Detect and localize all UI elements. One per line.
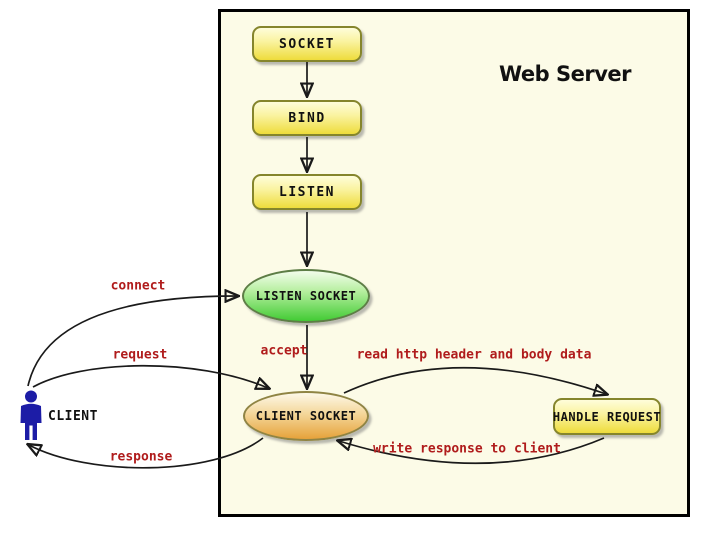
edge-label-request: request bbox=[112, 347, 168, 363]
edge-label-response: response bbox=[109, 449, 173, 465]
node-handle-request-label: HANDLE REQUEST bbox=[552, 409, 662, 424]
node-listen: LISTEN bbox=[252, 174, 362, 210]
node-client-socket-label: CLIENT SOCKET bbox=[255, 409, 357, 423]
node-listen-socket: LISTEN SOCKET bbox=[242, 269, 370, 323]
arrow-connect bbox=[27, 296, 237, 387]
node-socket: SOCKET bbox=[252, 26, 362, 62]
client-label: CLIENT bbox=[48, 409, 98, 424]
node-listen-socket-label: LISTEN SOCKET bbox=[255, 289, 357, 303]
edge-label-write-response: write response to client bbox=[373, 441, 561, 457]
edge-label-connect: connect bbox=[110, 278, 166, 294]
node-handle-request: HANDLE REQUEST bbox=[553, 398, 661, 435]
node-bind-label: BIND bbox=[288, 110, 326, 126]
client-person-icon bbox=[20, 390, 42, 440]
node-client-socket: CLIENT SOCKET bbox=[243, 391, 369, 441]
node-listen-label: LISTEN bbox=[279, 184, 335, 200]
edge-label-accept: accept bbox=[260, 343, 308, 359]
diagram-title: Web Server bbox=[498, 62, 632, 86]
node-socket-label: SOCKET bbox=[279, 36, 335, 52]
edge-label-read-http: read http header and body data bbox=[356, 347, 592, 363]
node-bind: BIND bbox=[252, 100, 362, 136]
